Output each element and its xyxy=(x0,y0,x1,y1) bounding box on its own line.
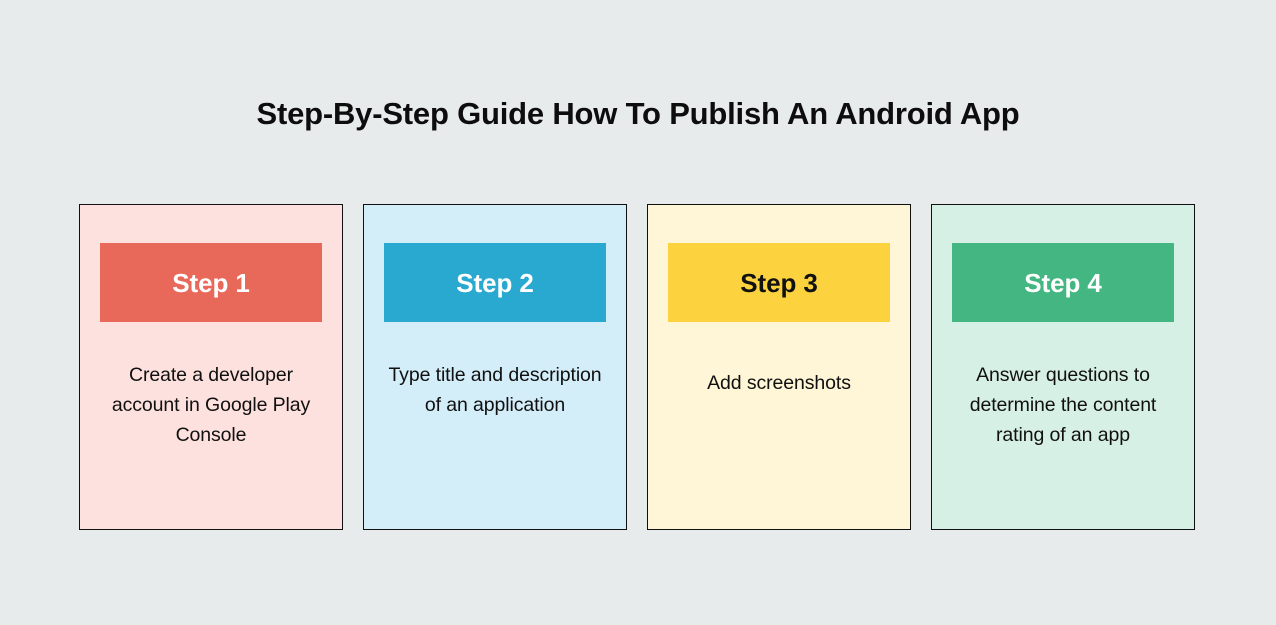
step-card-row: Step 1 Create a developer account in Goog… xyxy=(79,204,1196,530)
step-badge-3: Step 3 xyxy=(668,243,890,322)
page-title: Step-By-Step Guide How To Publish An And… xyxy=(256,96,1020,131)
step-description: Type title and description of an applica… xyxy=(388,364,602,416)
step-card-3[interactable]: Step 3 Add screenshots xyxy=(647,204,911,530)
step-badge-4: Step 4 xyxy=(952,243,1174,322)
step-badge-label: Step 3 xyxy=(740,267,818,298)
step-card-2[interactable]: Step 2 Type title and description of an a… xyxy=(363,204,627,530)
step-description: Add screenshots xyxy=(707,372,851,394)
step-description: Create a developer account in Google Pla… xyxy=(111,364,311,446)
step-badge-1: Step 1 xyxy=(100,243,322,322)
step-badge-label: Step 1 xyxy=(172,267,250,298)
step-badge-label: Step 2 xyxy=(456,267,534,298)
step-badge-label: Step 4 xyxy=(1024,267,1102,298)
step-card-1[interactable]: Step 1 Create a developer account in Goog… xyxy=(79,204,343,530)
step-badge-2: Step 2 xyxy=(384,243,606,322)
step-description: Answer questions to determine the conten… xyxy=(969,364,1157,446)
step-card-4[interactable]: Step 4 Answer questions to determine the … xyxy=(931,204,1195,530)
